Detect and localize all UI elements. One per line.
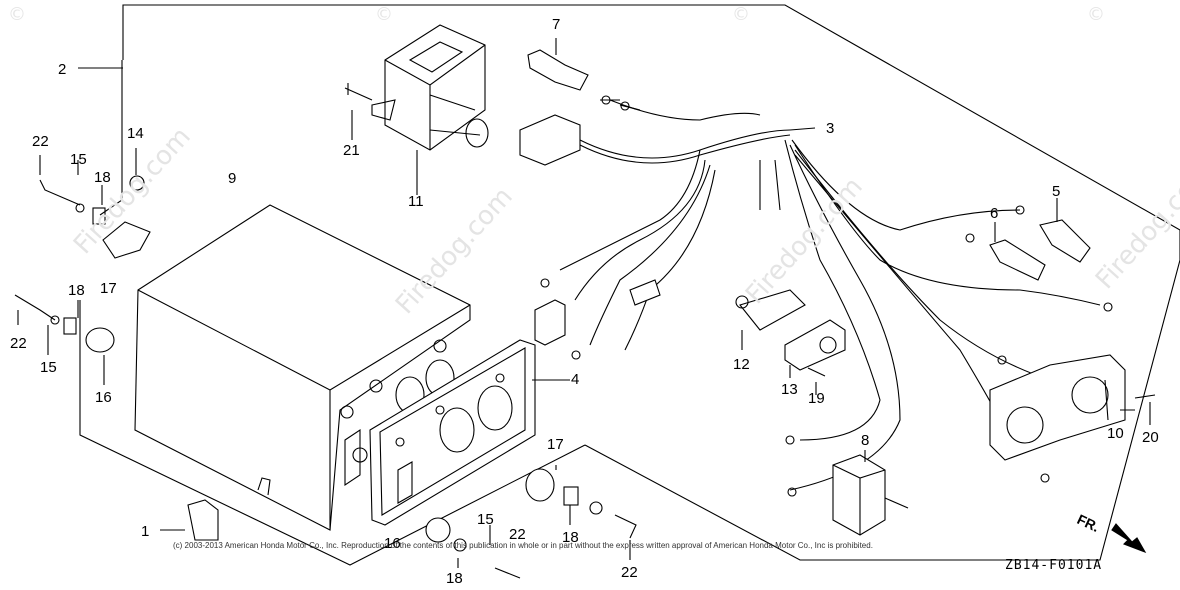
screw-21 [344,83,373,140]
assembly-boundary-line [79,4,1180,566]
callout-18: 18 [446,570,463,587]
callout-22: 22 [10,335,27,352]
callout-4: 4 [571,371,580,388]
watermark-symbol: © [8,4,26,25]
receptacle-10 [989,354,1135,461]
callout-5: 5 [1052,183,1061,200]
fasteners-bottom [160,465,637,579]
callout-18: 18 [68,282,85,299]
callout-2: 2 [58,61,67,78]
control-box-case [134,204,471,531]
callout-18: 18 [562,529,579,546]
switch-13 [784,319,846,378]
bracket-12 [735,289,806,350]
callout-8: 8 [861,432,870,449]
callout-9: 9 [228,170,237,187]
circuit-breaker-8 [832,450,909,536]
callout-21: 21 [343,142,360,159]
harness-plug [629,279,661,306]
screw-19 [807,367,826,395]
callout-15: 15 [40,359,57,376]
watermark-symbol: © [732,4,750,25]
callout-11: 11 [408,193,424,210]
pilot-lamp-6 [989,222,1046,281]
callout-17: 17 [100,280,117,297]
callout-17: 17 [547,436,564,453]
ignition-control-module [371,24,489,195]
watermark-symbol: © [375,4,393,25]
front-direction-arrow [1111,523,1147,554]
callout-20: 20 [1142,429,1159,446]
callout-16: 16 [384,535,401,552]
watermark-symbol: © [1087,4,1105,25]
callout-10: 10 [1107,425,1124,442]
screw-20 [1134,394,1156,425]
fasteners-upper-left [39,148,151,259]
callout-18: 18 [94,169,111,186]
diagram-code: ZB14-F0101A [1005,558,1103,573]
callout-3: 3 [826,120,835,137]
callout-13: 13 [781,381,798,398]
callout-6: 6 [990,205,999,222]
callout-19: 19 [808,390,825,407]
callout-1: 1 [141,523,150,540]
switch-7 [527,38,589,91]
control-panel-plate [369,339,570,526]
callout-15: 15 [70,151,87,168]
callout-22: 22 [32,133,49,150]
callout-16: 16 [95,389,112,406]
callout-15: 15 [477,511,494,528]
callout-22: 22 [621,564,638,581]
harness-connector-block [534,299,566,346]
fuse-holder-5 [1039,198,1091,263]
callout-22: 22 [509,526,526,543]
callout-14: 14 [127,125,144,142]
callout-7: 7 [552,16,561,33]
copyright-notice: (c) 2003-2013 American Honda Motor Co., … [173,541,873,550]
callout-12: 12 [733,356,750,373]
fasteners-lower-left [14,294,115,385]
harness-terminals [540,95,1113,497]
